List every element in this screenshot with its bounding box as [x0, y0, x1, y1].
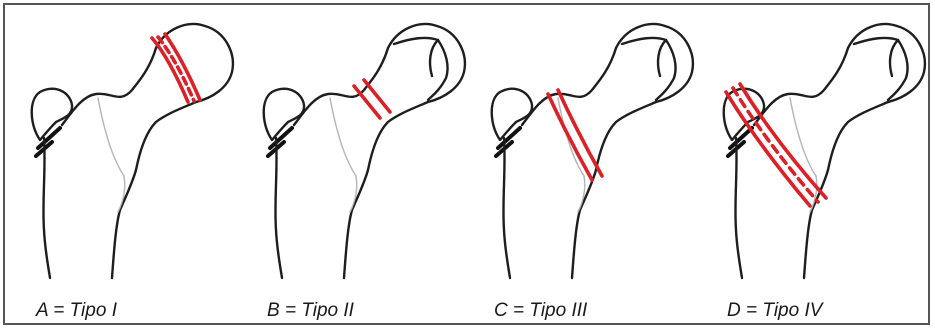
caption-type-i: A = Tipo I	[36, 300, 117, 322]
fracture-stroke-3	[733, 88, 818, 202]
fracture-stroke-2	[364, 80, 390, 112]
fracture-line-type-ii	[354, 80, 390, 118]
caption-type-iv: D = Tipo IV	[727, 300, 822, 322]
femur-type-i	[32, 24, 233, 278]
caption-type-ii: B = Tipo II	[267, 300, 354, 322]
femur-type-ii	[264, 24, 465, 278]
fracture-stroke-1	[152, 38, 188, 102]
fracture-stroke-2	[740, 84, 826, 198]
fracture-stroke-3	[158, 37, 194, 101]
fracture-stroke-1	[548, 94, 592, 180]
femur-type-iii	[492, 24, 693, 278]
femur-type-iv	[724, 24, 925, 278]
fracture-stroke-1	[354, 86, 380, 118]
caption-type-iii: C = Tipo III	[494, 300, 587, 322]
fracture-line-type-iii	[548, 90, 602, 180]
fracture-stroke-2	[558, 90, 602, 176]
